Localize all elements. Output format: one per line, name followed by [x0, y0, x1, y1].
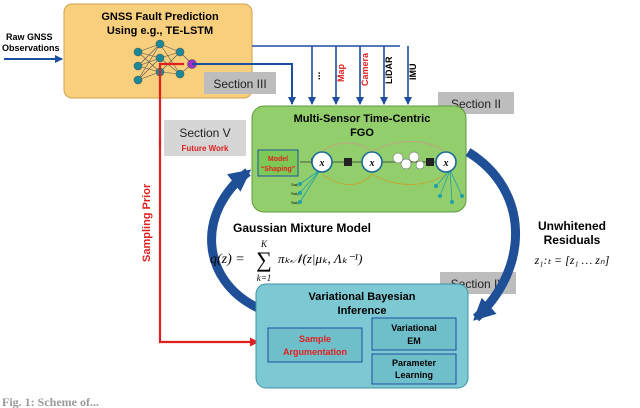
- vb-title-2: Inference: [338, 305, 387, 317]
- sensor-camera: Camera: [360, 52, 370, 86]
- sample-argumentation-box: [267, 327, 363, 363]
- gmm-sum-top: K: [260, 239, 268, 249]
- parameter-learning-box: [371, 353, 457, 385]
- sensor-map: Map: [336, 63, 346, 82]
- fgo-title-1: Multi-Sensor Time-Centric: [294, 113, 431, 125]
- gmm-rhs: πₖ𝒩(z|μₖ, Λₖ⁻¹): [278, 251, 363, 266]
- state-node-2: x: [369, 158, 375, 169]
- gmm-lhs: q(z) =: [210, 252, 245, 267]
- input-label-1: Raw GNSS: [6, 32, 53, 42]
- fault-to-fgo-arrow: [192, 63, 296, 105]
- vem-label-1: Variational: [391, 323, 437, 333]
- sat-label-1: Sat₁: [291, 182, 299, 187]
- fgo-to-vb-curved-arrow: [465, 148, 521, 322]
- factor-graph: [298, 141, 464, 204]
- sampling-prior-label: Sampling Prior: [141, 183, 153, 262]
- section-iii-label: Section III: [213, 77, 266, 91]
- variational-em-box: [371, 317, 457, 351]
- param-label-1: Parameter: [392, 358, 437, 368]
- future-work-label: Future Work: [182, 144, 230, 153]
- vb-title-1: Variational Bayesian: [309, 291, 416, 303]
- state-node-3: x: [443, 158, 449, 169]
- model-shaping-box: [257, 149, 299, 177]
- fgo-box: [251, 105, 467, 213]
- shaping-label-1: Model: [268, 156, 288, 163]
- gmm-title: Gaussian Mixture Model: [233, 221, 371, 235]
- sample-label-2: Argumentation: [283, 347, 347, 357]
- section-v-badge: [164, 120, 246, 156]
- input-label-2: Observations: [2, 43, 60, 53]
- section-ii-label: Section II: [451, 97, 501, 111]
- residuals-title-1: Unwhitened: [538, 219, 606, 233]
- section-iii-badge: [204, 72, 276, 94]
- gmm-sum-bottom: k=1: [257, 273, 272, 283]
- sampling-prior-branch: [158, 62, 184, 146]
- gmm-sum-symbol: ∑: [256, 247, 272, 272]
- sat-label-3: Sat₃: [291, 200, 299, 205]
- state-node-1: x: [319, 158, 325, 169]
- figure-caption: Fig. 1: Scheme of...: [2, 395, 99, 408]
- fault-title-1: GNSS Fault Prediction: [101, 11, 219, 23]
- fault-title-2: Using e.g., TE-LSTM: [107, 25, 213, 37]
- sample-label-1: Sample: [299, 334, 331, 344]
- section-v-label: Section V: [179, 126, 230, 140]
- sensor-imu: IMU: [408, 64, 418, 81]
- residuals-formula: z₁:ₜ = [z₁ … zₙ]: [534, 253, 610, 267]
- vem-label-2: EM: [407, 336, 421, 346]
- shaping-label-2: “Shaping”: [261, 166, 296, 173]
- vb-to-fgo-curved-arrow: [207, 168, 261, 313]
- residuals-title-2: Residuals: [544, 233, 601, 247]
- sensor-dots: ...: [312, 71, 323, 80]
- sensor-lidar: LiDAR: [384, 56, 394, 84]
- fgo-title-2: FGO: [350, 127, 374, 139]
- sampling-prior-arrow: [158, 140, 259, 347]
- sat-label-2: Sat₂: [291, 191, 299, 196]
- param-label-2: Learning: [395, 370, 433, 380]
- sensor-arrows: [308, 46, 412, 105]
